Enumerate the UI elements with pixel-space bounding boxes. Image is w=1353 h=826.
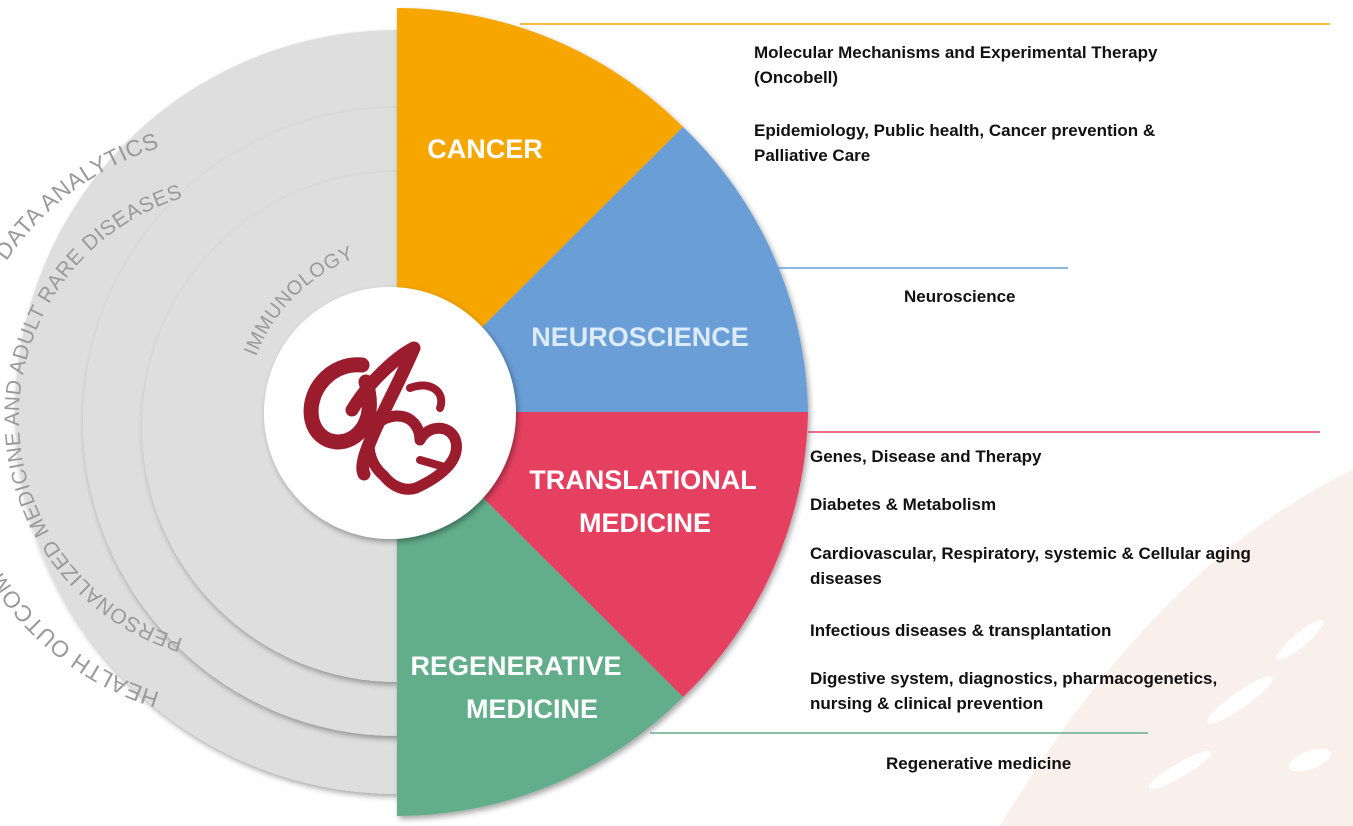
regenerative-item: Regenerative medicine (886, 754, 1072, 773)
background-pattern-holes (1148, 619, 1331, 789)
cancer-item-2-line1: Epidemiology, Public health, Cancer prev… (754, 121, 1156, 140)
translational-item-3-line1: Cardiovascular, Respiratory, systemic & … (810, 544, 1251, 563)
translational-item-diabetes: Diabetes & Metabolism (810, 495, 997, 514)
translational-item-5-line2: nursing & clinical prevention (810, 694, 1044, 713)
segment-label-regenerative-line2: MEDICINE (466, 694, 598, 724)
translational-item-digestive: Digestive system, diagnostics, pharmacog… (810, 666, 1217, 716)
segment-label-regenerative-line1: REGENERATIVE (410, 651, 621, 681)
translational-item-genes: Genes, Disease and Therapy (810, 447, 1042, 466)
cancer-item-molecular-mechanisms: Molecular Mechanisms and Experimental Th… (754, 40, 1157, 90)
segment-translational-medicine[interactable] (397, 412, 808, 697)
cancer-item-2-line2: Palliative Care (754, 146, 871, 165)
segment-neuroscience[interactable] (397, 127, 808, 412)
cancer-item-1-line1: Molecular Mechanisms and Experimental Th… (754, 43, 1158, 62)
cancer-item-1-line2: (Oncobell) (754, 68, 839, 87)
segment-cancer[interactable] (397, 8, 683, 412)
translational-item-5-line1: Digestive system, diagnostics, pharmacog… (810, 669, 1218, 688)
segment-label-translational-line1: TRANSLATIONAL (529, 465, 756, 495)
background-pattern (1000, 470, 1353, 826)
cancer-item-epidemiology: Epidemiology, Public health, Cancer prev… (754, 118, 1155, 168)
translational-item-cardiovascular: Cardiovascular, Respiratory, systemic & … (810, 541, 1251, 591)
segment-regenerative-medicine[interactable] (397, 412, 683, 816)
translational-item-infectious: Infectious diseases & transplantation (810, 621, 1112, 640)
neuroscience-item: Neuroscience (904, 287, 1016, 306)
segment-label-translational-line2: MEDICINE (579, 508, 711, 538)
institution-logo (303, 341, 462, 495)
translational-item-3-line2: diseases (810, 569, 882, 588)
segment-label-neuroscience: NEUROSCIENCE (531, 322, 749, 352)
segment-label-cancer: CANCER (427, 134, 543, 164)
